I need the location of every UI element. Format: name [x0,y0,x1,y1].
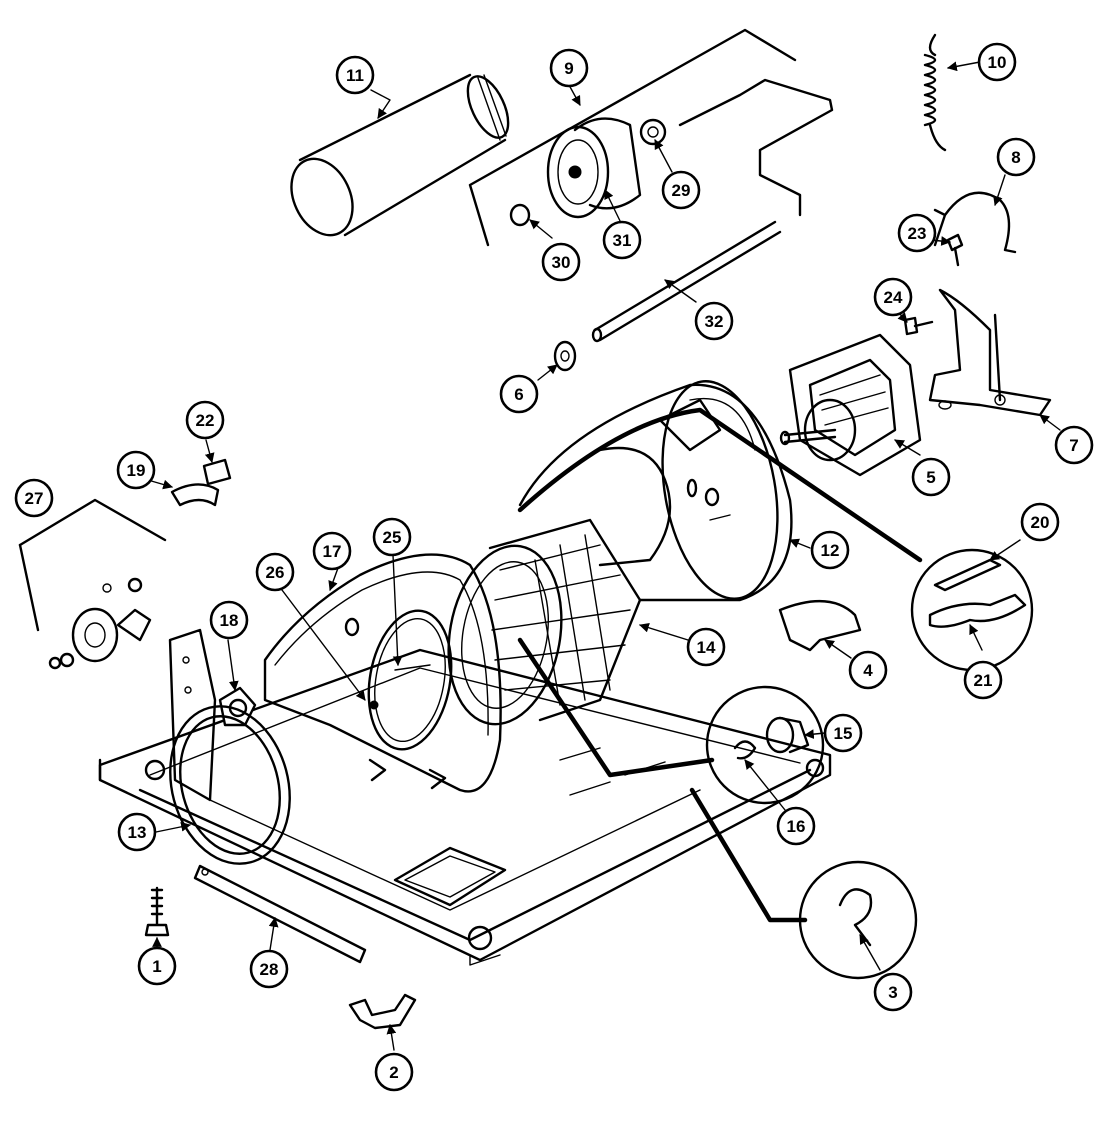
callout-30-label: 30 [552,253,571,272]
callout-26: 26 [255,552,295,592]
callout-27-label: 27 [25,489,44,508]
callout-31-label: 31 [613,231,632,250]
callout-3-label: 3 [888,983,897,1002]
detail-circle-clip [798,860,918,980]
callout-2: 2 [374,1052,414,1092]
leader-lines [140,61,1061,1051]
callout-26-label: 26 [266,563,285,582]
pointer-line-3 [689,787,808,923]
side-bracket [168,628,257,802]
callout-15: 15 [823,713,863,753]
callout-13: 13 [117,812,157,852]
callout-8: 8 [996,137,1036,177]
callout-3: 3 [873,972,913,1012]
callout-1-label: 1 [152,957,161,976]
callout-31: 31 [602,220,642,260]
callout-5: 5 [911,457,951,497]
callout-2-label: 2 [389,1063,398,1082]
base-frame [98,648,832,966]
callout-16-label: 16 [787,817,806,836]
callout-32-label: 32 [705,312,724,331]
callout-4-label: 4 [863,661,873,680]
detail-circle-belt-parts [910,548,1034,672]
duct-ring [169,705,291,865]
motor [779,333,922,477]
callout-6-label: 6 [514,385,523,404]
callout-25-label: 25 [383,528,402,547]
callout-20: 20 [1020,502,1060,542]
callout-24-label: 24 [884,288,903,307]
callout-11: 11 [335,55,375,95]
callout-9-label: 9 [564,59,573,78]
vent-cover [778,600,862,652]
callout-28-label: 28 [260,960,279,979]
callout-17-label: 17 [323,542,342,561]
callout-30: 30 [541,242,581,282]
motor-mount [928,288,1052,417]
callout-15-label: 15 [834,724,853,743]
callout-14-label: 14 [697,638,716,657]
drum-shaft [591,220,782,343]
drum-glide [170,458,232,507]
callout-13-label: 13 [128,823,147,842]
callout-9: 9 [549,48,589,88]
idler-pulley [509,117,667,227]
idler-arm [678,78,834,217]
callout-18-label: 18 [220,611,239,630]
callout-19: 19 [116,450,156,490]
callout-6: 6 [499,374,539,414]
blower-housing [518,380,793,602]
callout-17: 17 [312,531,352,571]
bulkhead [263,553,502,793]
drive-belt-upper [517,407,923,563]
callout-10: 10 [977,42,1017,82]
callout-28: 28 [249,949,289,989]
callout-10-label: 10 [988,53,1007,72]
callout-21-label: 21 [974,671,993,690]
callout-19-label: 19 [127,461,146,480]
idler-spring [923,33,947,152]
detail-circle-bearing [705,685,825,805]
callout-27: 27 [14,478,54,518]
callout-4: 4 [848,650,888,690]
callout-7-label: 7 [1069,436,1078,455]
callout-21: 21 [963,660,1003,700]
callout-29: 29 [661,170,701,210]
callout-8-label: 8 [1011,148,1020,167]
callout-14: 14 [686,627,726,667]
screws [903,233,964,336]
callout-24: 24 [873,277,913,317]
callout-23-label: 23 [908,224,927,243]
assembly-bracket-9 [468,28,797,247]
callout-11-label: 11 [346,66,364,85]
retaining-clip [348,993,417,1030]
callout-18: 18 [209,600,249,640]
callout-32: 32 [694,301,734,341]
callout-16: 16 [776,806,816,846]
callout-23: 23 [897,213,937,253]
callout-22-label: 22 [196,411,215,430]
blower-wheel [447,518,642,726]
washer [553,340,577,372]
leveling-leg [144,886,170,937]
callout-29-label: 29 [672,181,691,200]
pulley-assembly [18,498,167,670]
callout-5-label: 5 [926,468,935,487]
callout-25: 25 [372,517,412,557]
callout-12-label: 12 [821,541,840,560]
drive-belt-lower [517,637,715,778]
callout-22: 22 [185,400,225,440]
front-brace [193,864,367,964]
callout-1: 1 [137,946,177,986]
callout-12: 12 [810,530,850,570]
callout-7: 7 [1054,425,1094,465]
callout-20-label: 20 [1031,513,1050,532]
motor-clamp [933,191,1017,254]
